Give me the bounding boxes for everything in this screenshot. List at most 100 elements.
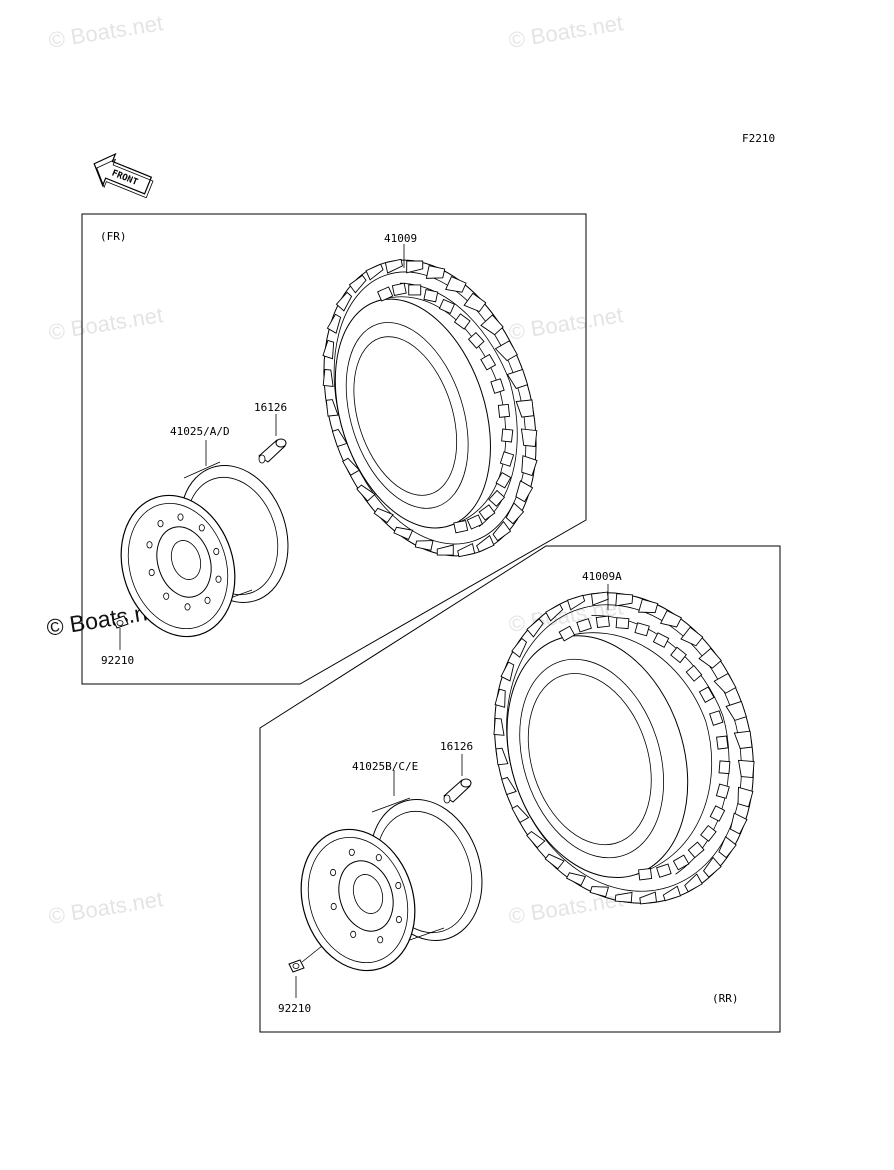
tread-lug-inner	[656, 863, 672, 878]
bolt-hole	[350, 930, 357, 939]
tread-lug	[384, 258, 403, 274]
tread-lug	[718, 836, 737, 859]
tread-lug-inner	[478, 504, 496, 521]
watermark-text: © Boats.net	[47, 886, 165, 929]
tread-lug	[393, 526, 414, 540]
tread-lug-inner	[698, 686, 715, 703]
tread-lug	[639, 891, 657, 905]
tread-lug	[322, 339, 335, 360]
tread-lug-inner	[558, 625, 576, 642]
bolt-hole	[148, 568, 155, 577]
tread-lug	[729, 812, 748, 835]
tread-lug	[521, 455, 538, 477]
tread-lug	[511, 805, 530, 824]
tread-lug	[520, 428, 538, 447]
tread-lug	[331, 428, 348, 448]
front-valve-part-number: 16126	[254, 401, 287, 414]
front-nut-part-number: 92210	[101, 654, 134, 667]
watermark-text: © Boats.net	[47, 10, 165, 53]
tread-lug	[501, 776, 517, 796]
bolt-hole	[375, 853, 382, 862]
front-panel-border	[81, 213, 587, 685]
rear-rim-part-number: 41025B/C/E	[352, 760, 418, 773]
tread-lug-inner	[700, 824, 717, 842]
tread-lug-inner	[377, 286, 394, 302]
bolt-hole	[213, 547, 220, 556]
bolt-hole	[395, 881, 402, 890]
tread-lug	[322, 369, 334, 387]
tread-lug	[348, 274, 367, 294]
tread-lug-inner	[595, 615, 610, 628]
tread-lug	[445, 276, 467, 293]
tread-lug-inner	[638, 868, 653, 881]
rear-panel: (RR) 41009A 16126	[259, 545, 781, 1033]
tread-lug-inner	[634, 622, 650, 637]
tread-lug	[737, 786, 754, 808]
tread-lug	[356, 484, 376, 502]
tread-lug-inner	[715, 783, 730, 799]
tread-lug	[505, 502, 525, 525]
tread-lug	[425, 265, 446, 279]
bolt-hole	[146, 541, 153, 549]
tread-lug-inner	[672, 854, 690, 871]
tread-lug-inner	[716, 735, 729, 750]
tread-lug	[500, 661, 515, 682]
tread-lug	[737, 759, 755, 779]
tread-lug-inner	[438, 298, 456, 314]
tread-lug	[544, 853, 565, 870]
tread-lug-inner	[709, 805, 726, 822]
tread-lug	[684, 873, 703, 893]
front-rim	[120, 440, 289, 638]
tread-lug	[436, 544, 454, 556]
rear-panel-border	[259, 545, 781, 1033]
tread-lug-inner	[495, 471, 512, 489]
tread-lug	[614, 891, 633, 903]
tread-lug-inner	[453, 519, 469, 534]
front-rim-part-number: 41025/A/D	[170, 425, 230, 438]
tread-lug	[659, 609, 682, 628]
bolt-hole	[184, 603, 191, 611]
bolt-hole	[204, 596, 211, 605]
tread-lug-inner	[501, 428, 514, 443]
tread-lug-inner	[615, 617, 630, 630]
tread-lug-inner	[466, 514, 483, 530]
tread-lug-inner	[391, 282, 407, 297]
tread-lug	[515, 480, 534, 503]
tread-lug	[713, 672, 737, 694]
figure-code: F2210	[742, 132, 775, 145]
tread-lug-inner	[576, 618, 592, 633]
tread-lug	[326, 313, 342, 334]
tread-lug	[702, 856, 722, 878]
tread-lug	[638, 598, 659, 613]
tread-lug	[725, 700, 747, 721]
rear-rim	[300, 770, 483, 972]
tread-lug-inner	[685, 664, 703, 682]
tread-lug	[589, 886, 610, 898]
tread-lug-inner	[453, 313, 471, 330]
bolt-hole	[377, 936, 384, 944]
rear-nut-part-number: 92210	[278, 1002, 311, 1015]
front-panel-title: (FR)	[100, 230, 127, 243]
bolt-hole	[163, 592, 170, 600]
tread-lug-inner	[408, 284, 422, 296]
tread-lug	[495, 747, 509, 766]
watermark-text: © Boats.net	[507, 302, 625, 345]
tread-lug	[365, 263, 384, 281]
tread-lug	[463, 292, 487, 313]
bolt-hole	[215, 575, 222, 583]
bolt-hole	[198, 524, 205, 532]
tread-lug	[493, 717, 505, 736]
front-arrow-icon: FRONT	[93, 152, 154, 199]
front-panel: (FR) 41009 16126	[81, 213, 587, 685]
tread-lug-inner	[687, 841, 705, 859]
tread-lug	[615, 593, 634, 607]
tread-lug	[342, 457, 361, 476]
front-tire	[322, 244, 538, 558]
rear-valve-part-number: 16126	[440, 740, 473, 753]
tread-lug	[492, 520, 512, 542]
tread-lug	[545, 603, 564, 622]
tread-lug-inner	[490, 378, 505, 394]
tread-lug	[698, 647, 722, 669]
tread-lug-inner	[718, 760, 731, 775]
